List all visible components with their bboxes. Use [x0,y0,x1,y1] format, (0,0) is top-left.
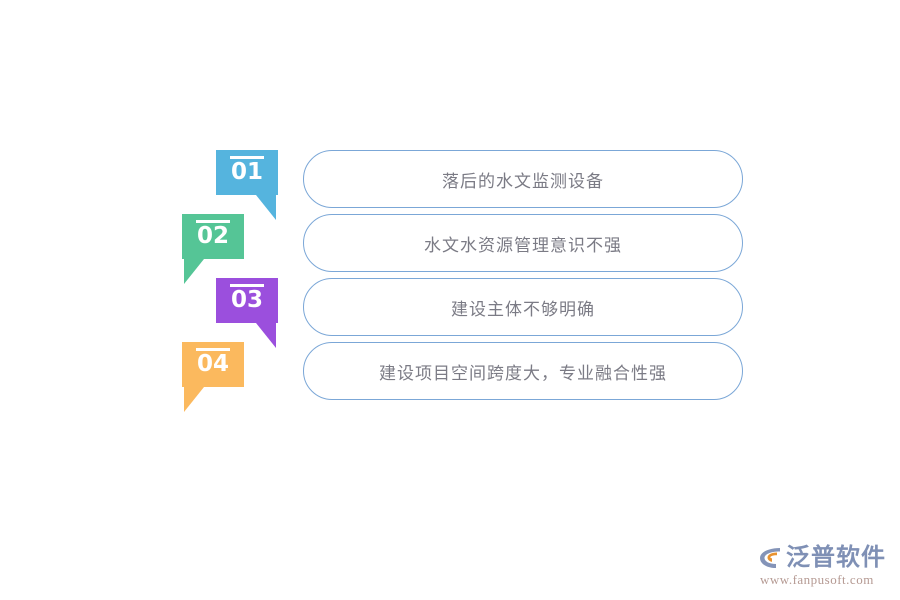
badge-overline-rule [196,348,230,351]
badge-number-label: 04 [196,351,229,377]
content-box: 建设主体不够明确 [303,278,743,336]
number-badge-inner: 03 [216,278,278,323]
number-badge: 03 [216,278,278,348]
content-box-label: 建设项目空间跨度大，专业融合性强 [379,363,667,383]
list-item: 03 建设主体不够明确 [0,278,900,348]
number-badge-tail-icon [184,387,204,412]
content-box-label: 落后的水文监测设备 [442,171,604,191]
fanpu-logo-icon [756,545,782,571]
number-badge-inner: 01 [216,150,278,195]
badge-overline-rule [230,156,264,159]
number-badge: 04 [182,342,244,412]
number-badge-tail-icon [184,259,204,284]
content-box-label: 建设主体不够明确 [451,299,595,319]
watermark-logo: 泛普软件 www.fanpusoft.com [756,545,886,588]
watermark-url-text: www.fanpusoft.com [760,572,874,587]
watermark-brand-row: 泛普软件 [756,545,886,571]
number-badge-inner: 02 [182,214,244,259]
number-badge: 01 [216,150,278,220]
badge-number-label: 03 [230,287,263,313]
watermark-brand-text: 泛普软件 [786,544,886,571]
content-box: 落后的水文监测设备 [303,150,743,208]
list-item: 02 水文水资源管理意识不强 [0,214,900,284]
badge-number-label: 02 [196,223,229,249]
content-box: 建设项目空间跨度大，专业融合性强 [303,342,743,400]
numbered-list: 01 落后的水文监测设备 02 水文水资源管理意识不强 03 建设主体不够明确 04 建设项目… [0,150,900,412]
list-item: 04 建设项目空间跨度大，专业融合性强 [0,342,900,412]
list-item: 01 落后的水文监测设备 [0,150,900,220]
content-box-label: 水文水资源管理意识不强 [424,235,622,255]
number-badge: 02 [182,214,244,284]
number-badge-tail-icon [256,323,276,348]
badge-overline-rule [230,284,264,287]
number-badge-tail-icon [256,195,276,220]
badge-number-label: 01 [230,159,263,185]
content-box: 水文水资源管理意识不强 [303,214,743,272]
number-badge-inner: 04 [182,342,244,387]
badge-overline-rule [196,220,230,223]
